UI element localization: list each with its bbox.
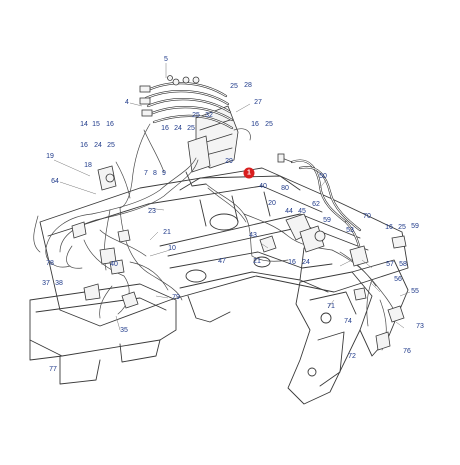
part-label: 71 — [327, 303, 335, 310]
part-label: 28 — [244, 82, 252, 89]
part-label: 55 — [411, 288, 419, 295]
part-label: 10 — [168, 245, 176, 252]
part-label: 77 — [49, 366, 57, 373]
part-label: 57 — [386, 261, 394, 268]
part-label: 72 — [348, 353, 356, 360]
part-label: 79 — [172, 294, 180, 301]
part-label: 47 — [218, 258, 226, 265]
part-label: 37 — [42, 280, 50, 287]
part-label: 25 — [230, 83, 238, 90]
part-label: 59 — [411, 223, 419, 230]
part-label: 21 — [253, 258, 261, 265]
part-label: 16 — [288, 259, 296, 266]
rear-bracket — [29, 283, 177, 385]
part-label: 15 — [92, 121, 100, 128]
part-label: 73 — [416, 323, 424, 330]
leader-lines — [53, 63, 411, 331]
part-label: 43 — [249, 232, 257, 239]
part-label: 24 — [94, 142, 102, 149]
part-label: 24 — [302, 259, 310, 266]
part-label: 27 — [254, 99, 262, 106]
part-label: 45 — [298, 208, 306, 215]
part-label: 19 — [46, 153, 54, 160]
part-label: 53 — [346, 227, 354, 234]
part-label: 18 — [84, 162, 92, 169]
part-label: 16 — [385, 224, 393, 231]
part-label: 25 — [398, 224, 406, 231]
part-label: 62 — [312, 201, 320, 208]
components — [71, 165, 405, 351]
part-label: 16 — [106, 121, 114, 128]
part-label: 64 — [51, 178, 59, 185]
part-label: 21 — [163, 229, 171, 236]
part-label: 8 — [153, 170, 157, 177]
part-label: 25 — [107, 142, 115, 149]
part-label: 35 — [120, 327, 128, 334]
part-label: 16 — [251, 121, 259, 128]
part-label: 23 — [148, 208, 156, 215]
part-label: 9 — [162, 170, 166, 177]
part-label: 4 — [125, 99, 129, 106]
part-label: 29 — [225, 158, 233, 165]
part-label: 76 — [403, 348, 411, 355]
part-label: 58 — [399, 261, 407, 268]
part-label: 40 — [110, 261, 118, 268]
part-label: 38 — [55, 280, 63, 287]
part-label: 32 — [205, 112, 213, 119]
part-label: 78 — [46, 260, 54, 267]
callout-1: 1 — [243, 167, 255, 179]
hose-bundle-top — [139, 75, 251, 141]
part-label: 25 — [265, 121, 273, 128]
part-label: 40 — [259, 183, 267, 190]
part-label: 24 — [174, 125, 182, 132]
part-label: 74 — [344, 318, 352, 325]
part-label: 56 — [394, 276, 402, 283]
part-label: 5 — [164, 56, 168, 63]
part-label: 44 — [285, 208, 293, 215]
part-label: 70 — [363, 213, 371, 220]
part-label: 80 — [281, 185, 289, 192]
front-axle-bracket — [287, 259, 409, 405]
part-label: 16 — [161, 125, 169, 132]
part-label: 14 — [80, 121, 88, 128]
part-label: 16 — [80, 142, 88, 149]
part-label: 59 — [323, 217, 331, 224]
part-label: 25 — [187, 125, 195, 132]
part-label: 20 — [268, 200, 276, 207]
part-label: 25 — [192, 112, 200, 119]
part-label: 50 — [319, 173, 327, 180]
part-label: 7 — [144, 170, 148, 177]
chassis-frame — [39, 167, 409, 327]
